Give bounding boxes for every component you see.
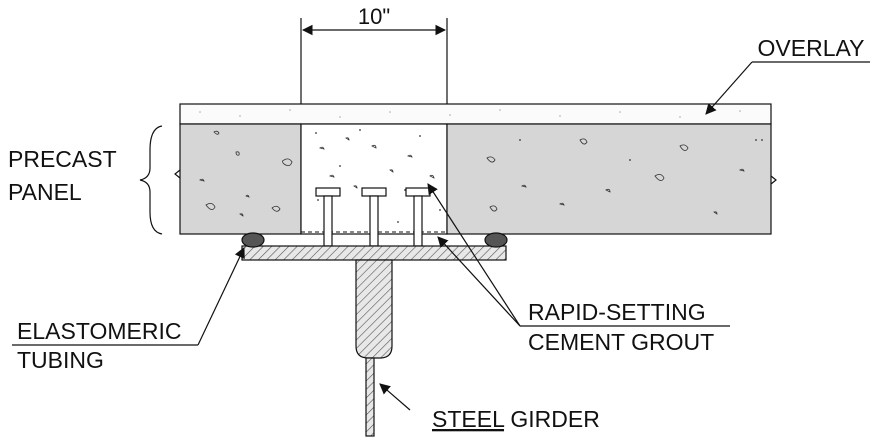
precast-panel-callout: PRECAST PANEL (8, 125, 163, 235)
grout-label-line2: CEMENT GROUT (528, 329, 714, 355)
precast-panel-left (179, 123, 302, 235)
grout-callout: RAPID-SETTING CEMENT GROUT (427, 183, 730, 355)
overlay-label: OVERLAY (758, 35, 865, 61)
overlay-layer (179, 103, 772, 125)
dimension-10in: 10" (300, 4, 448, 104)
precast-label-line2: PANEL (8, 179, 82, 205)
tubing-label-line1: ELASTOMERIC (17, 318, 181, 344)
girder-label: STEEL GIRDER (432, 406, 600, 432)
tubing-label-line2: TUBING (17, 347, 104, 373)
precast-panel-right (446, 123, 772, 235)
tubing-callout: ELASTOMERIC TUBING (12, 247, 245, 373)
panel-brace (139, 125, 163, 235)
grout-label-line1: RAPID-SETTING (528, 299, 706, 325)
overlay-callout: OVERLAY (705, 35, 870, 115)
girder-label-girder: GIRDER (510, 406, 599, 432)
shear-studs (315, 187, 431, 247)
steel-girder (241, 245, 507, 437)
break-lines (174, 169, 777, 185)
girder-label-steel: STEEL (432, 406, 505, 432)
elastomeric-tubing (241, 232, 508, 248)
girder-callout: STEEL GIRDER (379, 383, 600, 432)
dimension-value: 10" (358, 4, 390, 29)
precast-label-line1: PRECAST (8, 146, 117, 172)
